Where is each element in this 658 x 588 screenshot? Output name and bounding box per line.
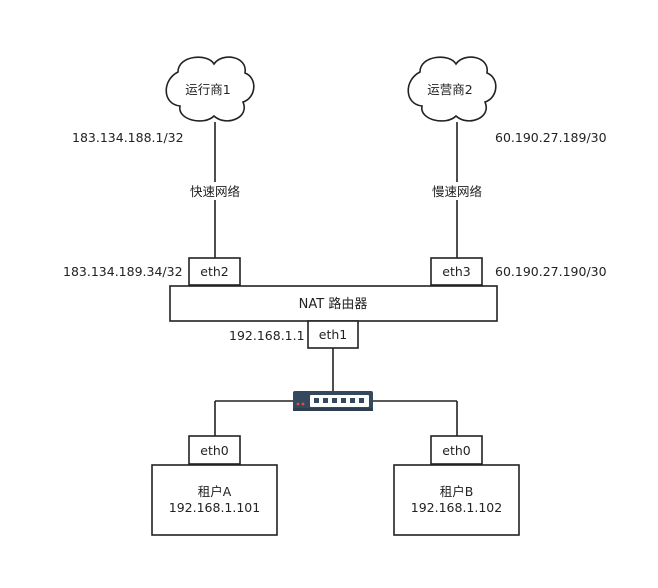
eth3-ip-label: 60.190.27.190/30 [495,264,607,279]
isp2-link-label: 慢速网络 [432,184,483,199]
isp1-cloud: 运行商1 [165,56,255,122]
isp1-label: 运行商1 [185,82,230,97]
tenant-a-eth0-label: eth0 [200,443,229,458]
tenant-a-box [151,464,278,536]
network-switch-icon [293,391,373,411]
tenant-b-ip: 192.168.1.102 [411,500,502,515]
nat-router: NAT 路由器 eth2 183.134.189.34/32 eth3 60.1… [63,257,607,349]
isp2-ip-label: 60.190.27.189/30 [495,130,607,145]
router-label: NAT 路由器 [299,296,368,312]
tenant-a-ip: 192.168.1.101 [169,500,260,515]
tenant-b-eth0-box [430,435,483,465]
isp1-link-label-bg [185,182,245,200]
connection-lines [214,122,458,436]
isp2-cloud: 运营商2 [407,56,497,122]
eth2-port-box [188,257,241,286]
tenant-a: eth0 租户A 192.168.1.101 [151,435,278,536]
router-box [169,285,498,322]
isp2-cloud-icon [407,56,497,122]
isp1-link-label: 快速网络 [190,184,241,199]
tenant-b-name: 租户B [440,484,474,499]
isp2-label: 运营商2 [427,82,472,97]
tenant-b-box [393,464,520,536]
eth1-ip-label: 192.168.1.1 [229,328,305,343]
isp1-cloud-icon [165,56,255,122]
tenant-b-eth0-label: eth0 [442,443,471,458]
tenant-a-name: 租户A [198,484,232,499]
isp2-link-label-bg [427,182,487,200]
eth1-port-box [307,320,359,349]
tenant-a-eth0-box [188,435,241,465]
eth3-port-label: eth3 [442,264,470,279]
tenant-b: eth0 租户B 192.168.1.102 [393,435,520,536]
eth2-ip-label: 183.134.189.34/32 [63,264,183,279]
isp1-ip-label: 183.134.188.1/32 [72,130,184,145]
eth2-port-label: eth2 [200,264,228,279]
eth3-port-box [430,257,483,286]
eth1-port-label: eth1 [319,327,347,342]
